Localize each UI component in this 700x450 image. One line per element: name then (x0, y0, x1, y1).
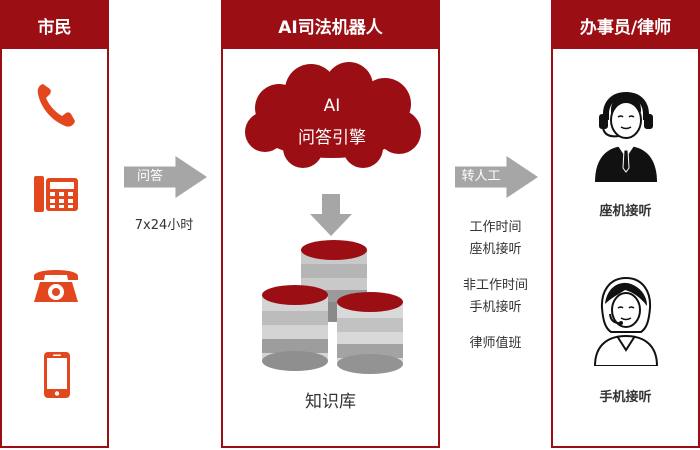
qa-arrow: 问答 (124, 156, 207, 198)
landline-agent-label: 座机接听 (599, 204, 652, 219)
mobile-phone-icon (44, 352, 70, 398)
mobile-agent-label: 手机接听 (599, 390, 652, 405)
phone-handset-icon (37, 84, 75, 127)
service-hours-label: 7x24小时 (134, 218, 194, 233)
qa-arrow-label: 问答 (136, 169, 163, 184)
off-hours-line2: 手机接听 (469, 300, 522, 315)
rotary-telephone-icon (34, 270, 78, 302)
transfer-arrow: 转人工 (455, 156, 538, 198)
working-hours-line1: 工作时间 (469, 220, 522, 235)
staff-panel: 办事员/律师 座机接听 手机接听 (551, 0, 700, 448)
desk-phone-icon (34, 176, 78, 212)
female-agent-headset-icon (593, 276, 659, 366)
cloud-label-ai: AI (323, 96, 341, 116)
transfer-arrow-label: 转人工 (461, 169, 501, 184)
citizen-panel-title: 市民 (2, 2, 107, 49)
off-hours-line1: 非工作时间 (462, 278, 528, 293)
male-agent-headset-icon (595, 92, 657, 182)
cloud-icon (245, 62, 421, 168)
ai-robot-panel-title: AI司法机器人 (223, 2, 438, 49)
staff-panel-title: 办事员/律师 (553, 2, 698, 49)
down-arrow-icon (310, 194, 352, 236)
lawyer-duty-label: 律师值班 (469, 336, 522, 351)
cloud-label-engine: 问答引擎 (298, 128, 366, 148)
database-stack-icon (262, 240, 403, 374)
knowledge-base-label: 知识库 (305, 392, 356, 412)
working-hours-line2: 座机接听 (469, 242, 522, 257)
ai-robot-panel: AI司法机器人 AI 问答引擎 (221, 0, 440, 448)
citizen-panel: 市民 (0, 0, 109, 448)
